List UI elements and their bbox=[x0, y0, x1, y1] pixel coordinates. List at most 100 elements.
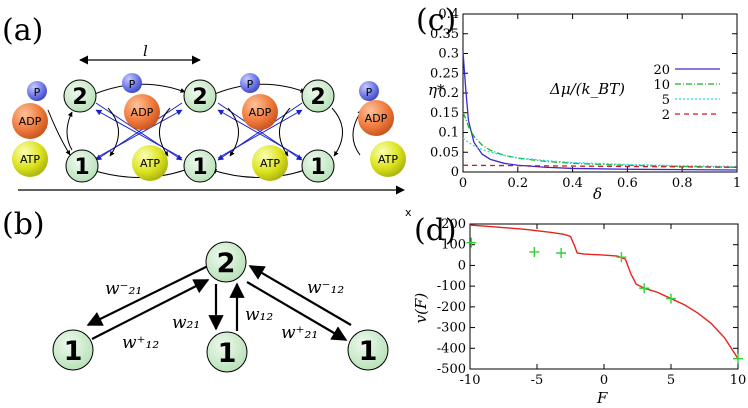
arrow-1-right-to-2 bbox=[248, 265, 352, 326]
chart-d-curve bbox=[469, 224, 739, 360]
chart-d-point bbox=[639, 283, 650, 294]
chart-c-ytick-label: 0.1 bbox=[438, 126, 459, 141]
rate-w12-plus: w⁺₁₂ bbox=[122, 333, 159, 353]
chart-d-series bbox=[466, 224, 743, 364]
rate-w21-plus: w⁺₂₁ bbox=[281, 323, 318, 343]
chart-d-xtick-label: 0 bbox=[600, 373, 608, 388]
chart-c-ytick-label: 0.2 bbox=[438, 86, 459, 101]
svg-text:1: 1 bbox=[310, 155, 325, 180]
chart-c-xlabel: δ bbox=[593, 185, 602, 203]
chart-d-point bbox=[616, 252, 627, 263]
rate-w21: w₂₁ bbox=[172, 313, 200, 333]
state-b-mid: 1 bbox=[206, 331, 248, 373]
state-2-mid: 2 bbox=[183, 79, 217, 113]
svg-text:P: P bbox=[366, 86, 373, 99]
chart-d-ytick-label: -300 bbox=[437, 321, 466, 336]
state-1-mid: 1 bbox=[183, 149, 217, 183]
arrow-2-to-1-left bbox=[86, 263, 213, 326]
svg-text:1: 1 bbox=[64, 336, 83, 367]
svg-text:ADP: ADP bbox=[365, 112, 388, 125]
blue-arrow bbox=[95, 109, 183, 159]
arrow-1-left-to-2 bbox=[91, 279, 210, 340]
svg-text:2: 2 bbox=[72, 85, 87, 110]
svg-text:ADP: ADP bbox=[249, 106, 272, 119]
svg-text:1: 1 bbox=[74, 155, 89, 180]
curve-arrow bbox=[91, 168, 186, 178]
curve-arrow bbox=[279, 107, 291, 157]
svg-text:ATP: ATP bbox=[378, 153, 398, 166]
blue-arrow bbox=[217, 109, 303, 159]
chart-c-xtick-label: 0.2 bbox=[507, 176, 528, 191]
chart-c-xtick-label: 0.6 bbox=[617, 176, 638, 191]
state-2-left: 2 bbox=[63, 79, 97, 113]
chart-d-point bbox=[529, 246, 540, 257]
curve-arrow bbox=[211, 168, 306, 178]
chart-d-xtick-label: -10 bbox=[460, 373, 481, 388]
svg-text:ATP: ATP bbox=[140, 157, 160, 170]
chart-c-series bbox=[462, 51, 738, 171]
chart-d-point bbox=[466, 237, 477, 248]
chart-c-legend-label-10: 10 bbox=[653, 78, 670, 93]
chart-c-series-line-20 bbox=[462, 51, 738, 171]
adp-blob: ADP bbox=[124, 94, 160, 130]
chart-c-xtick-label: 0 bbox=[459, 176, 467, 191]
atp-blob: ATP bbox=[370, 141, 406, 177]
svg-text:P: P bbox=[247, 78, 254, 91]
chart-c-series-line-2 bbox=[462, 164, 738, 168]
chart-c-legend-title: Δμ/(k_BT) bbox=[549, 80, 625, 98]
chart-c-yticks: 00.050.10.150.20.250.30.350.4 bbox=[430, 7, 737, 180]
phosphate-blob: P bbox=[359, 81, 379, 101]
chart-d-xtick-label: -5 bbox=[531, 373, 544, 388]
blue-transition-arrows bbox=[95, 102, 303, 161]
chart-c-xtick-label: 1 bbox=[733, 176, 741, 191]
chart-d-point bbox=[556, 248, 567, 258]
panel-label-b: (b) bbox=[2, 207, 45, 242]
chart-d-xlabel: F bbox=[596, 389, 608, 407]
curve-arrow bbox=[47, 109, 71, 156]
atp-blob: ATP bbox=[12, 141, 48, 177]
chart-c-xtick-label: 0.8 bbox=[672, 176, 693, 191]
panel-label-d: (d) bbox=[414, 213, 457, 248]
chart-d-ytick-label: -100 bbox=[437, 279, 466, 294]
chart-d-ytick-label: 0 bbox=[458, 258, 466, 273]
svg-text:ADP: ADP bbox=[131, 106, 154, 119]
chart-d-xtick-label: 10 bbox=[730, 373, 747, 388]
svg-text:ATP: ATP bbox=[20, 153, 40, 166]
period-label: l bbox=[143, 42, 148, 60]
chart-d-xticks: -10 -5 0 5 10 bbox=[460, 224, 747, 388]
panel-label-c: (c) bbox=[416, 3, 456, 38]
adp-blob: ADP bbox=[358, 100, 394, 136]
state-b-right: 1 bbox=[347, 329, 389, 371]
chart-d-point bbox=[666, 293, 676, 304]
chart-c-series-line-5 bbox=[462, 137, 738, 168]
chart-d-ytick-label: -500 bbox=[437, 362, 466, 377]
svg-text:1: 1 bbox=[192, 155, 207, 180]
state-2-right: 2 bbox=[301, 79, 335, 113]
chart-c-series-line-10 bbox=[462, 112, 738, 168]
chart-d-xtick-label: 5 bbox=[667, 373, 675, 388]
chart-c-ytick-label: 0.25 bbox=[430, 66, 459, 81]
svg-text:P: P bbox=[129, 78, 136, 91]
arrow-2-to-1-right bbox=[246, 281, 348, 341]
svg-text:2: 2 bbox=[217, 248, 236, 279]
svg-text:P: P bbox=[34, 86, 41, 99]
phosphate-blob: P bbox=[240, 73, 260, 93]
curve-arrow bbox=[227, 107, 239, 157]
chart-d-frame bbox=[469, 223, 739, 370]
chart-c-legend-label-2: 2 bbox=[662, 108, 670, 123]
adp-blob: ADP bbox=[242, 94, 278, 130]
svg-text:2: 2 bbox=[310, 85, 325, 110]
state-b-top: 2 bbox=[205, 241, 247, 283]
phosphate-blob: P bbox=[122, 73, 142, 93]
curve-arrow bbox=[159, 107, 171, 157]
state-1-left: 1 bbox=[65, 149, 99, 183]
rate-w12: w₁₂ bbox=[245, 305, 273, 325]
phosphate-blob: P bbox=[27, 81, 47, 101]
chart-c-ytick-label: 0.05 bbox=[430, 145, 459, 160]
chart-c-ytick-label: 0.35 bbox=[430, 27, 459, 42]
chart-d-ytick-label: -400 bbox=[437, 341, 466, 356]
